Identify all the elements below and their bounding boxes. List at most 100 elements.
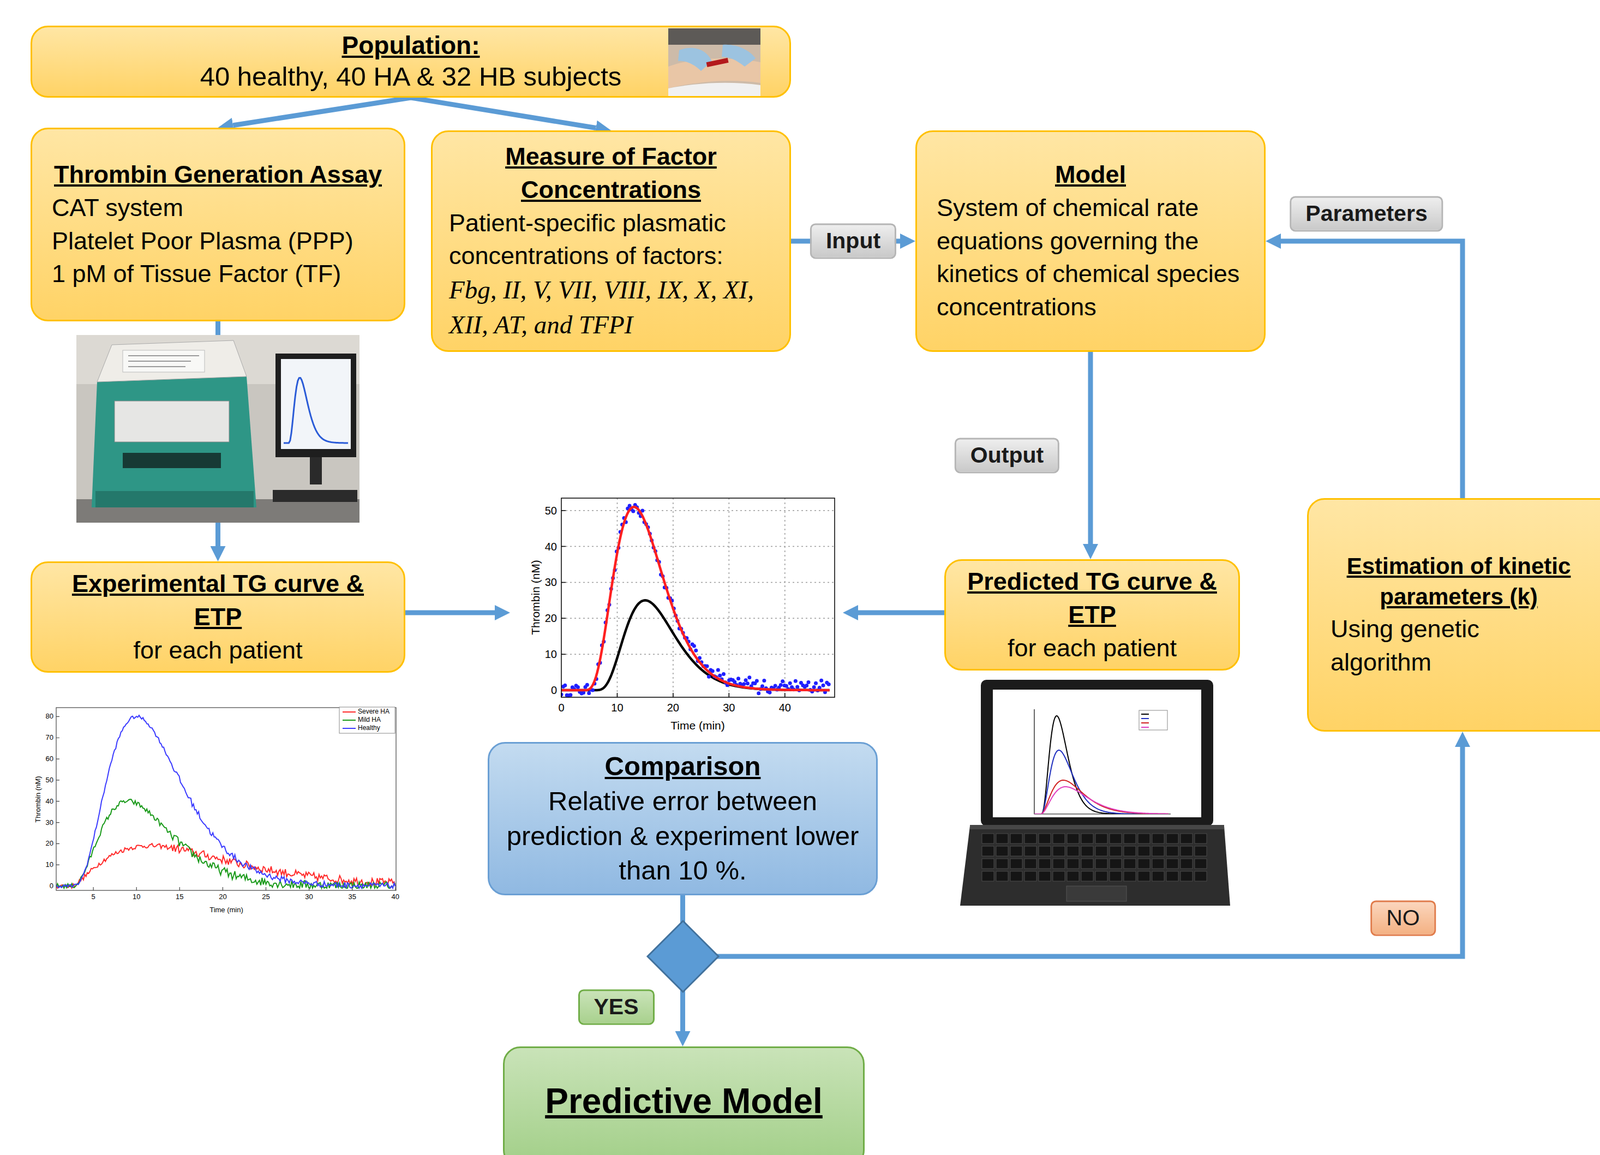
experimental-chart: [56, 707, 397, 891]
tick-label: 5: [91, 893, 95, 901]
experimental-chart: [339, 706, 395, 734]
comparison-chart: [745, 681, 750, 686]
laptop-illustration: [1123, 871, 1136, 882]
tick-label: 15: [175, 893, 184, 901]
laptop-illustration: [1166, 858, 1179, 869]
edge-tag: Output: [954, 437, 1060, 473]
axis-title: Thrombin (nM): [529, 559, 542, 635]
laptop-illustration: [960, 825, 1231, 906]
box-text: CAT system: [51, 191, 385, 225]
edge-tag: YES: [577, 989, 655, 1025]
laptop-illustration: [1141, 726, 1149, 728]
tick-label: 30: [722, 701, 735, 714]
laptop-illustration: [1067, 858, 1080, 869]
legend-swatch: [342, 719, 356, 721]
laptop-illustration: [996, 858, 1009, 869]
laptop-illustration: [1137, 871, 1150, 882]
chart-arrow: [858, 610, 945, 616]
predictive-model-box: Predictive Model: [502, 1046, 865, 1155]
flow-arrow: [232, 97, 411, 126]
laptop-illustration: [1152, 858, 1165, 869]
laptop-illustration: [1141, 713, 1149, 715]
comparison-chart: [585, 682, 590, 687]
laptop-illustration: [1010, 871, 1023, 882]
comparison-chart: [568, 692, 573, 697]
laptop-illustration: [1109, 858, 1122, 869]
blood-draw-photo: [721, 44, 756, 67]
legend-samples: [342, 711, 356, 729]
box-text: 40 healthy, 40 HA & 32 HB subjects: [141, 60, 681, 93]
box-text: Fbg, II, V, VII, VIII, IX, X, XI, XII, A…: [448, 272, 773, 343]
tick-label: 35: [348, 893, 356, 901]
tick-label: 60: [45, 754, 54, 763]
comparison-chart: [767, 690, 772, 695]
laptop-illustration: [1139, 710, 1168, 730]
box-text: for each patient: [45, 633, 391, 668]
laptop-illustration: [1010, 846, 1023, 856]
laptop-illustration: [1052, 871, 1065, 882]
blood-draw-photo: [668, 82, 761, 97]
laptop-illustration: [1141, 722, 1149, 724]
analyzer-photo: [128, 355, 200, 367]
laptop-illustration: [1024, 833, 1037, 844]
blood-draw-photo: [668, 28, 761, 97]
tick-label: 40: [45, 797, 54, 806]
comparison-chart: [819, 678, 824, 683]
laptop-illustration: [992, 689, 1202, 818]
flow-arrow: [1088, 351, 1094, 544]
laptop-illustration: [1152, 846, 1165, 856]
laptop-illustration: [1066, 885, 1127, 902]
comparison-chart: [827, 682, 831, 687]
comparison-chart: [706, 674, 711, 679]
laptop-illustration: [1067, 833, 1080, 844]
box-heading: Measure of Factor Concentrations: [448, 140, 773, 207]
tick-label: 50: [544, 504, 557, 517]
laptop-illustration: [1034, 715, 1169, 814]
comparison-chart: [773, 683, 778, 688]
edge-tag: Parameters: [1289, 195, 1443, 232]
laptop-illustration: [1010, 833, 1023, 844]
laptop-illustration: [1123, 833, 1136, 844]
laptop-illustration: [1095, 858, 1108, 869]
tick-label: 10: [544, 648, 557, 661]
tick-label: 0: [49, 882, 54, 890]
tick-label: 20: [218, 893, 227, 901]
decision-diamond: [647, 920, 719, 992]
tick-label: 10: [610, 701, 623, 714]
analyzer-photo: [122, 452, 221, 469]
comparison-chart: [716, 667, 721, 672]
laptop-illustration: [1194, 833, 1207, 844]
tick-label: 80: [45, 712, 54, 721]
laptop-illustration: [1152, 833, 1165, 844]
edge-tag: NO: [1370, 900, 1436, 936]
laptop-illustration: [1109, 871, 1122, 882]
comparison-chart: [741, 681, 746, 686]
laptop-illustration: [1180, 833, 1193, 844]
laptop-illustration: [1095, 846, 1108, 856]
tick-label: 30: [544, 576, 557, 589]
comparison-chart: [631, 509, 635, 514]
box-heading: Model: [936, 158, 1245, 192]
laptop-illustration: [1123, 858, 1136, 869]
laptop-illustration: [1166, 846, 1179, 856]
legend-text: Mild HA: [357, 716, 381, 724]
tick-label: 40: [544, 540, 557, 553]
laptop-illustration: [1194, 858, 1207, 869]
laptop-illustration: [996, 871, 1009, 882]
comparison-chart: [586, 691, 591, 695]
tick-label: 20: [544, 612, 557, 625]
laptop-illustration: [996, 846, 1009, 856]
population-box: Population:40 healthy, 40 HA & 32 HB sub…: [30, 25, 791, 98]
comparison-chart: [561, 506, 830, 691]
laptop-illustration: [1052, 846, 1065, 856]
comparison-chart: [760, 684, 765, 688]
box-text: Using genetic algorithm: [1330, 612, 1587, 680]
box-text: Patient-specific plasmatic concentration…: [448, 206, 773, 274]
laptop-illustration: [1034, 750, 1169, 814]
tick-label: 0: [550, 684, 557, 697]
laptop-illustration: [1024, 846, 1037, 856]
comparison-chart: [821, 683, 826, 688]
laptop-illustration: [1081, 858, 1094, 869]
box-text: 1 pM of Tissue Factor (TF): [51, 257, 385, 291]
